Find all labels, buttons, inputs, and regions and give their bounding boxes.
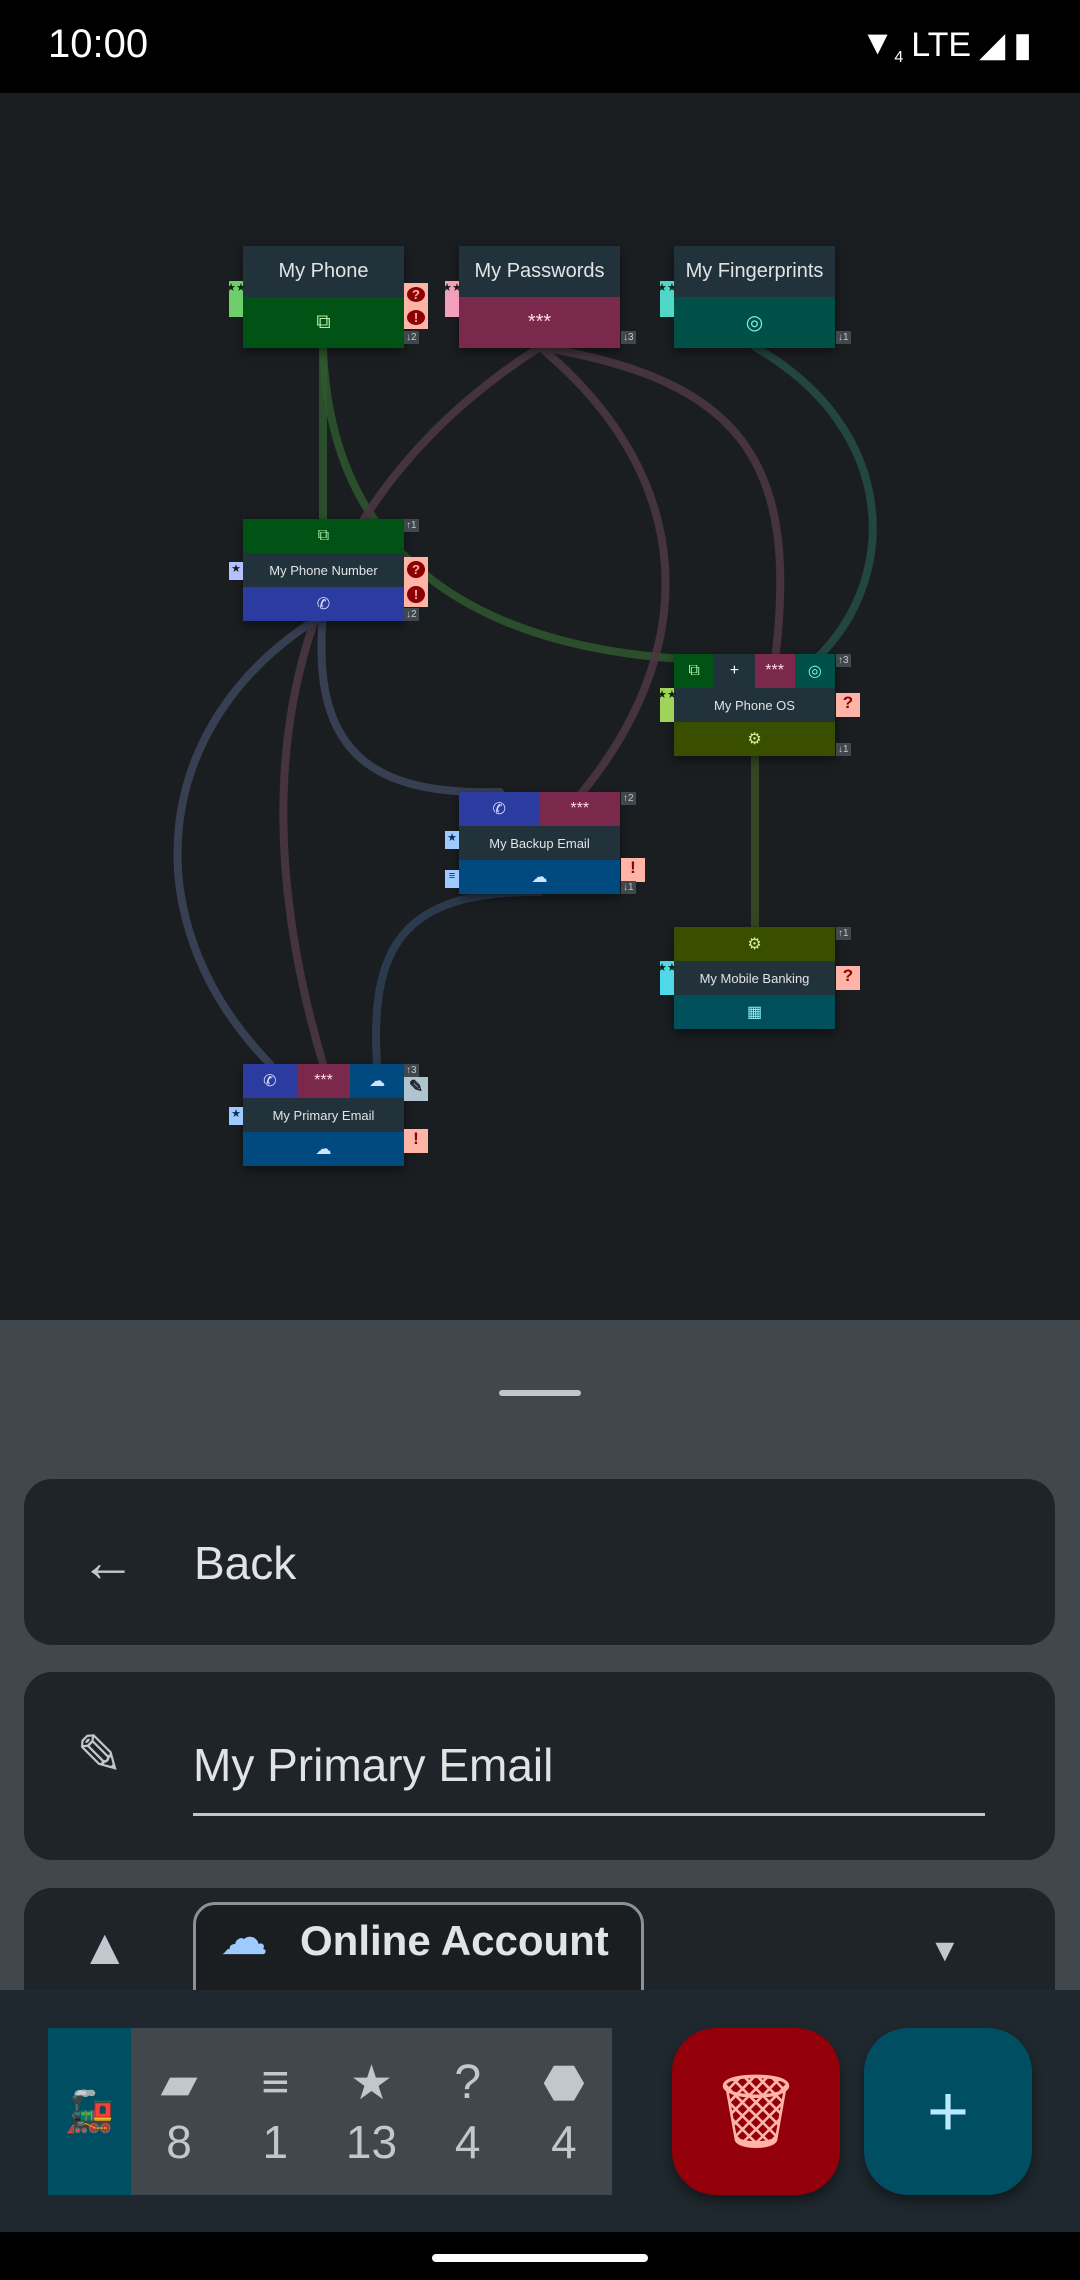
alert-badge: ! [404, 1129, 428, 1153]
password-icon: *** [539, 792, 620, 826]
edge [372, 887, 544, 1068]
fingerprint-icon: ◎ [674, 297, 835, 348]
node-my-primary-email[interactable]: ✆***☁ My Primary Email ☁ [243, 1064, 405, 1166]
edit-badge[interactable]: ✎ [404, 1077, 428, 1101]
edge [279, 343, 544, 1068]
star-badge: ★ [229, 562, 243, 580]
notes-badge: ≡ [445, 870, 459, 888]
add-button[interactable]: + [864, 2028, 1032, 2195]
node-my-phone[interactable]: My Phone ⧉ [243, 246, 404, 348]
star-badge: ★★ [657, 281, 677, 317]
shapes-icon: ▲ [80, 1919, 130, 1975]
stat-notes: ≡1 [261, 2055, 290, 2168]
pencil-icon: ✎ [76, 1723, 123, 1786]
star-badge: ★★ [657, 961, 677, 995]
edge [317, 611, 504, 797]
phone-icon: ✆ [243, 1064, 297, 1098]
gear-icon: ⚙ [674, 722, 835, 756]
devices-icon: ⧉ [243, 519, 404, 553]
notes-icon: ≡ [261, 2055, 290, 2109]
edge [319, 343, 704, 664]
bottom-sheet [0, 1320, 1080, 1990]
question-icon: ? [454, 2055, 482, 2109]
graph-edges [173, 343, 877, 1068]
plus-icon: + [714, 654, 755, 688]
drag-handle[interactable] [499, 1390, 581, 1396]
signal-icon: ◢ [979, 26, 1006, 65]
star-badge: ★★ [657, 688, 677, 722]
battery-icon: ▮ [1013, 26, 1032, 65]
question-badge: ? [836, 966, 860, 990]
edge [173, 611, 327, 1068]
delete-button[interactable]: 🗑 [672, 2028, 840, 2195]
alert-badge: ! [621, 858, 645, 882]
stat-stars: ★13 [345, 2056, 398, 2168]
train-lock-icon[interactable]: 🚂 [48, 2028, 131, 2195]
gear-icon: ⚙ [674, 927, 835, 961]
clock: 10:00 [48, 22, 149, 66]
password-icon: *** [296, 1064, 351, 1098]
cards-icon: ▰ [160, 2056, 198, 2110]
stats-panel: 🚂 ▰8 ≡1 ★13 ?4 ⬣4 [48, 2028, 612, 2195]
cloud-icon: ☁ [350, 1064, 405, 1098]
phone-icon: ✆ [243, 587, 404, 621]
cloud-icon: ☁ [220, 1912, 268, 1965]
node-my-passwords[interactable]: My Passwords *** [459, 246, 620, 348]
star-badge: ★ [229, 1107, 243, 1125]
status-bar: 10:00 ▼4 LTE ◢ ▮ [0, 0, 1080, 93]
node-my-mobile-banking[interactable]: ⚙ My Mobile Banking ▦ [674, 927, 835, 1029]
chevron-down-icon[interactable]: ▼ [929, 1932, 961, 1968]
edge [536, 343, 670, 799]
cloud-icon: ☁ [243, 1132, 404, 1166]
cloud-icon: ☁ [459, 860, 620, 894]
node-my-phone-number[interactable]: ⧉ My Phone Number ✆ [243, 519, 404, 621]
network-label: LTE [911, 25, 972, 64]
devices-icon: ⧉ [243, 297, 404, 348]
question-badge: ? [836, 693, 860, 717]
devices-icon: ⧉ [674, 654, 715, 688]
stat-questions: ?4 [454, 2055, 482, 2168]
back-button[interactable]: ← Back [24, 1479, 1055, 1645]
star-badge: ★★ [226, 281, 246, 317]
stat-alerts: ⬣4 [542, 2056, 585, 2168]
name-input[interactable]: My Primary Email [193, 1712, 985, 1816]
graph-canvas[interactable]: My Phone ⧉ ★★ ?! ↓2 My Passwords *** ★★ … [0, 93, 1080, 1320]
wifi-icon: ▼4 [860, 24, 904, 66]
trash-icon: 🗑 [710, 2072, 802, 2152]
alert-icon: ⬣ [542, 2056, 585, 2110]
star-badge: ★ [445, 831, 459, 849]
status-badges: ?! [404, 557, 428, 607]
arrow-left-icon: ← [80, 1530, 136, 1593]
phone-icon: ✆ [459, 792, 540, 826]
fingerprint-icon: ◎ [794, 654, 835, 688]
widgets-icon: ▦ [674, 995, 835, 1029]
node-my-phone-os[interactable]: ⧉+***◎ My Phone OS ⚙ [674, 654, 835, 756]
star-badge: ★★ [442, 281, 462, 317]
password-icon: *** [459, 297, 620, 348]
home-handle[interactable] [432, 2254, 648, 2262]
name-card: ✎ My Primary Email [24, 1672, 1055, 1860]
stat-cards: ▰8 [160, 2056, 198, 2168]
node-my-backup-email[interactable]: ✆*** My Backup Email ☁ [459, 792, 620, 894]
edge [751, 343, 877, 664]
star-icon: ★ [349, 2056, 394, 2110]
type-value: Online Account [300, 1917, 609, 1964]
edge [536, 343, 785, 664]
plus-icon: + [926, 2071, 970, 2152]
password-icon: *** [754, 654, 795, 688]
node-my-fingerprints[interactable]: My Fingerprints ◎ [674, 246, 835, 348]
status-badges: ?! [404, 283, 428, 329]
